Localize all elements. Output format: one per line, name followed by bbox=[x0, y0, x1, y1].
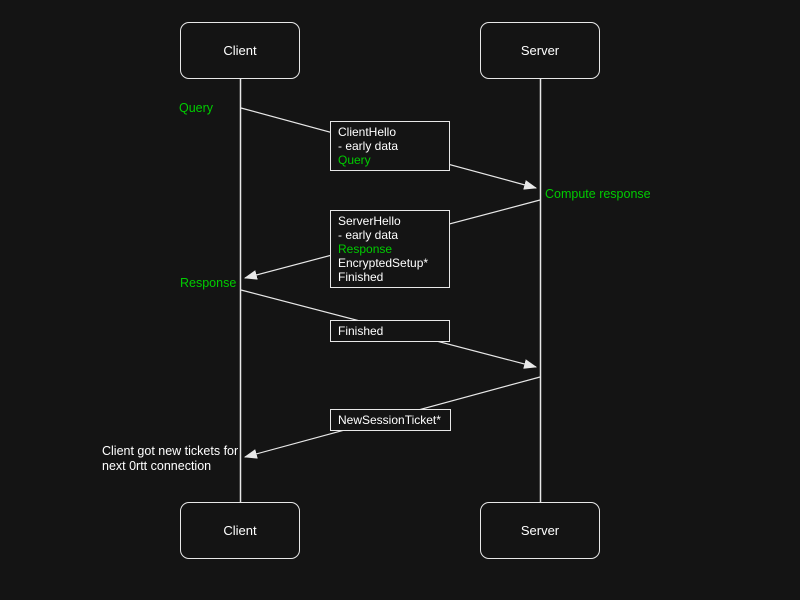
message-box-serverhello: ServerHello - early data Response Encryp… bbox=[330, 210, 450, 288]
label-response: Response bbox=[180, 276, 237, 290]
actor-client-top-label: Client bbox=[223, 43, 257, 58]
message-line: NewSessionTicket* bbox=[338, 413, 441, 427]
label-compute-response: Compute response bbox=[545, 187, 651, 201]
message-line: Query bbox=[338, 153, 371, 167]
message-line: Finished bbox=[338, 324, 384, 338]
message-box-finished: Finished bbox=[330, 320, 450, 342]
note-line: next 0rtt connection bbox=[102, 459, 212, 473]
note-line: Client got new tickets for bbox=[102, 444, 239, 458]
note-new-tickets: Client got new tickets for next 0rtt con… bbox=[102, 444, 238, 474]
actor-client-bottom: Client bbox=[180, 502, 300, 559]
message-line: Finished bbox=[338, 270, 384, 284]
actor-server-top-label: Server bbox=[520, 43, 560, 58]
message-line: - early data bbox=[338, 228, 399, 242]
message-box-newsessionticket: NewSessionTicket* bbox=[330, 409, 451, 431]
label-query: Query bbox=[179, 101, 214, 115]
message-line: - early data bbox=[338, 139, 399, 153]
message-line: Response bbox=[338, 242, 393, 256]
actor-client-bottom-label: Client bbox=[223, 523, 257, 538]
message-line: ClientHello bbox=[338, 125, 397, 139]
message-box-clienthello: ClientHello - early data Query bbox=[330, 121, 450, 171]
actor-server-bottom-label: Server bbox=[520, 523, 560, 538]
actor-client-top: Client bbox=[180, 22, 300, 79]
actor-server-top: Server bbox=[480, 22, 600, 79]
message-line: ServerHello bbox=[338, 214, 401, 228]
actor-server-bottom: Server bbox=[480, 502, 600, 559]
message-line: EncryptedSetup* bbox=[338, 256, 429, 270]
